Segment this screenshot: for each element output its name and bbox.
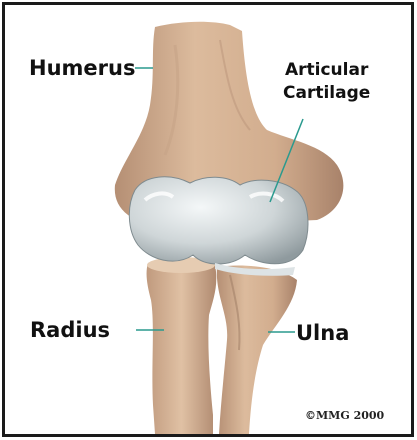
ulna-label: Ulna bbox=[296, 321, 349, 345]
radius-bone bbox=[147, 257, 217, 434]
humerus-label: Humerus bbox=[29, 56, 135, 80]
articular-cartilage bbox=[129, 177, 308, 264]
articular-cartilage-label: Articular Cartilage bbox=[283, 59, 370, 105]
copyright-notice: ©MMG 2000 bbox=[305, 409, 384, 422]
articular-label-line2: Cartilage bbox=[283, 82, 370, 105]
ulna-bone bbox=[217, 266, 297, 434]
diagram-frame: Humerus Articular Cartilage Radius Ulna … bbox=[2, 2, 414, 437]
radius-label: Radius bbox=[30, 318, 110, 342]
articular-label-line1: Articular bbox=[283, 59, 370, 82]
